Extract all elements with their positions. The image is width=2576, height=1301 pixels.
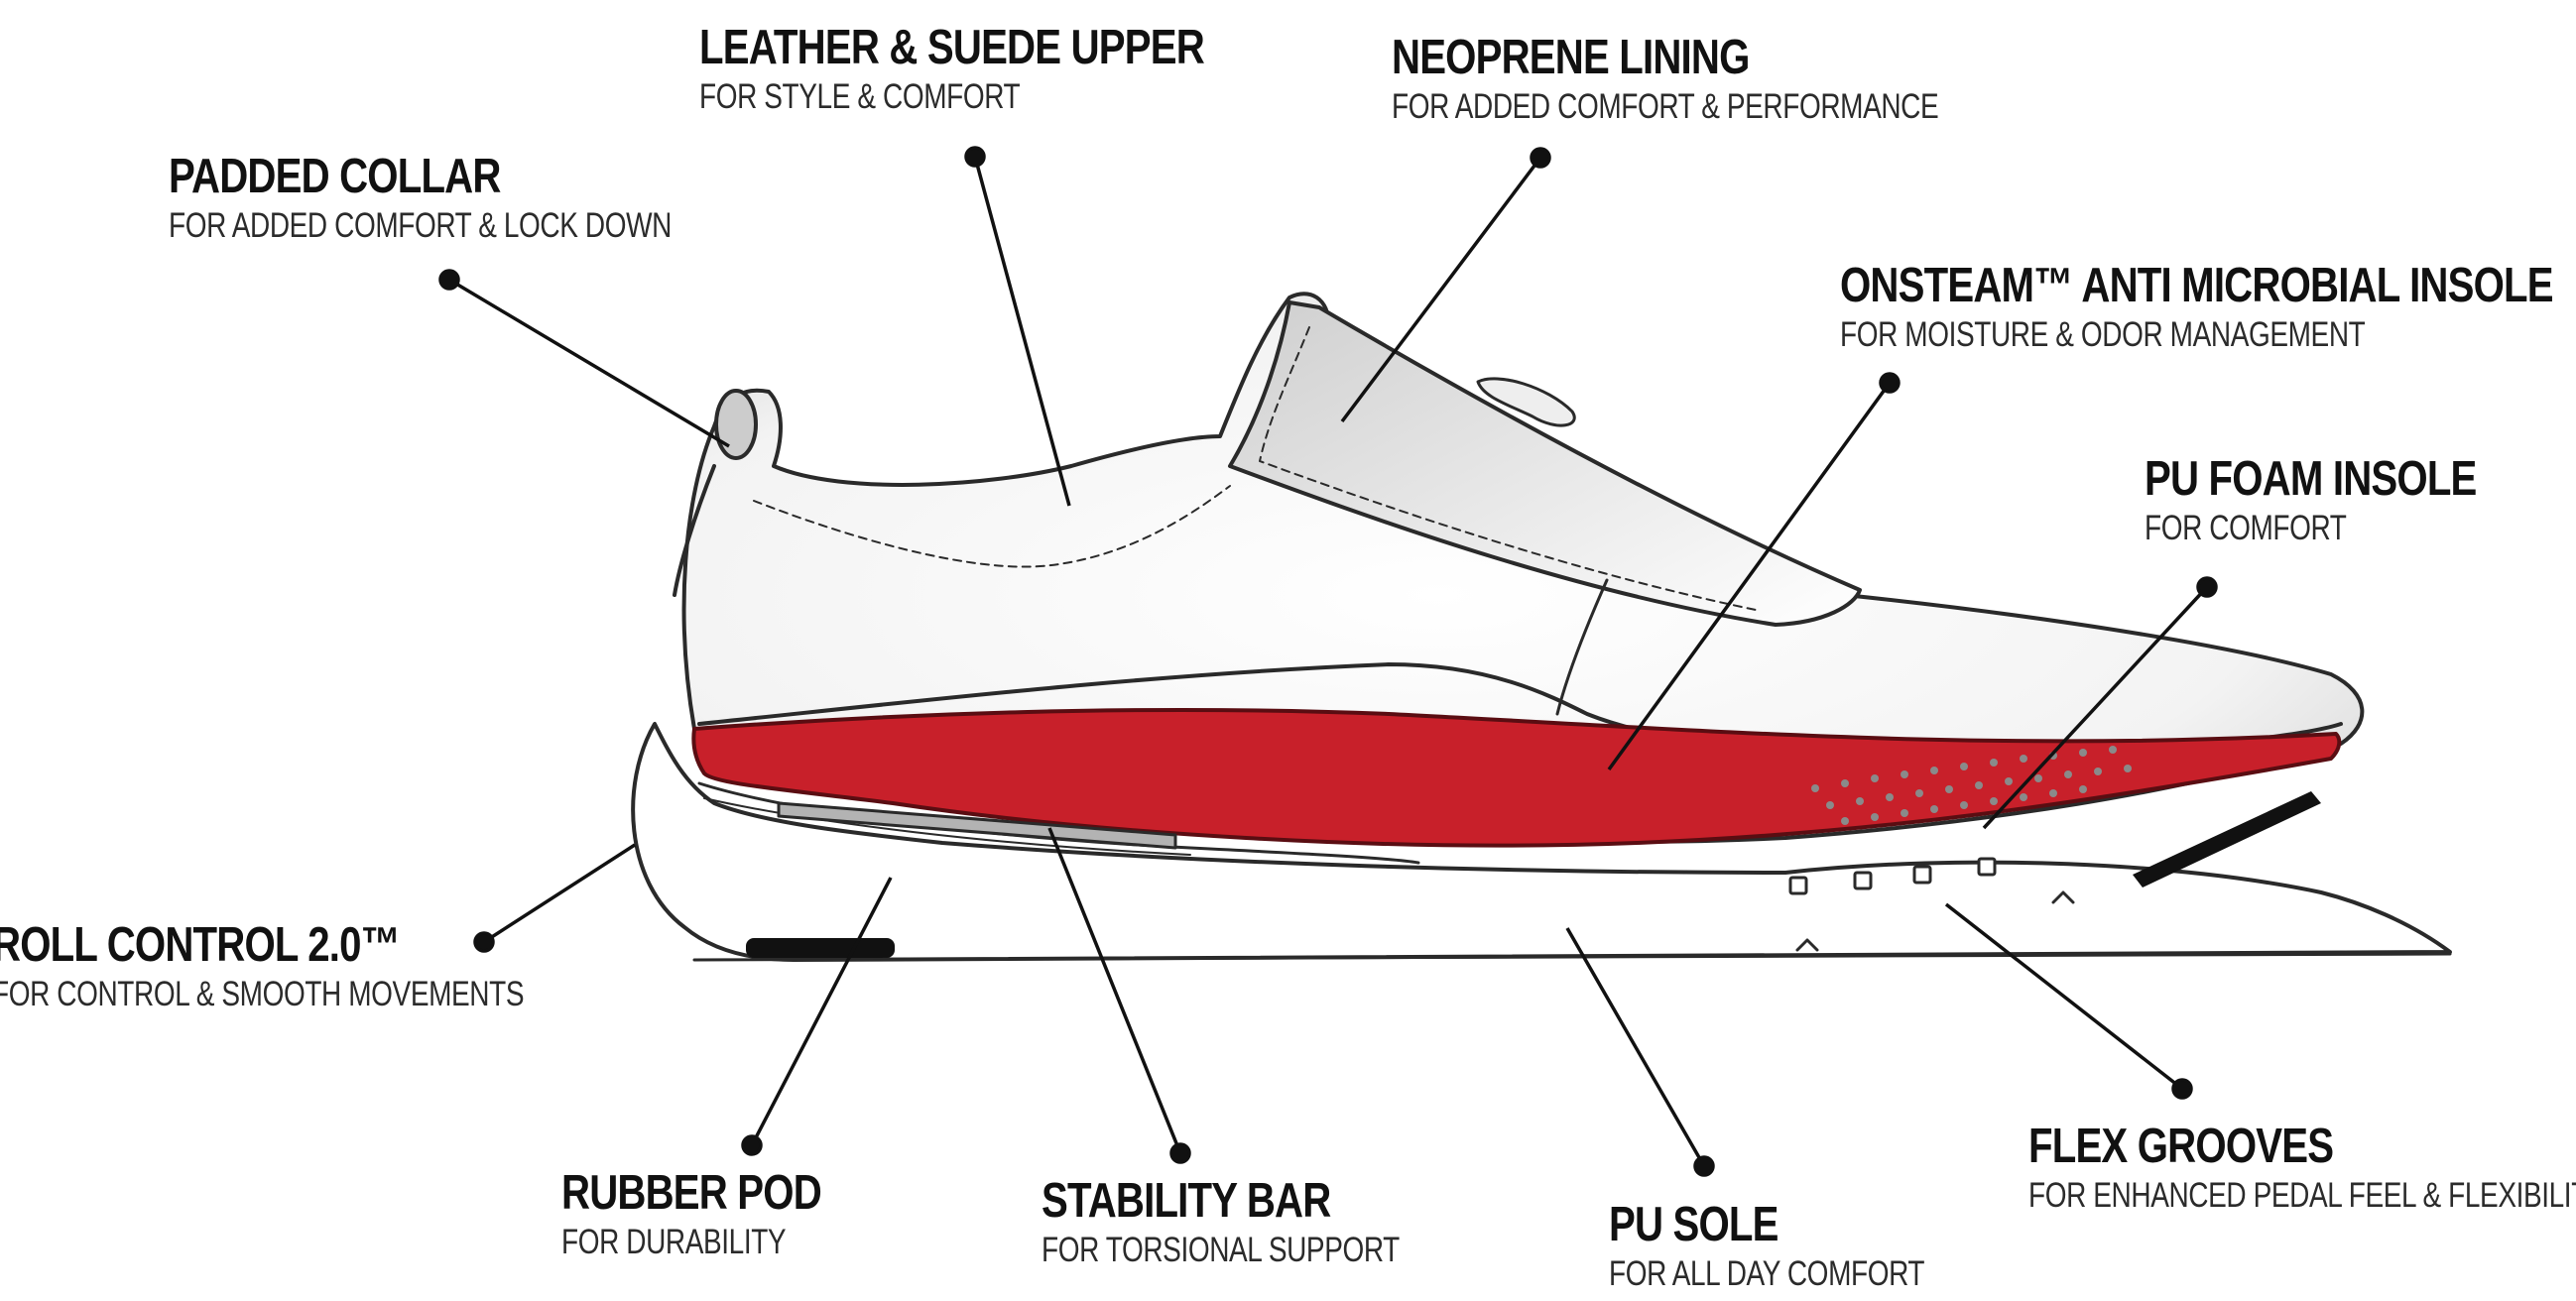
insole-perforations <box>1811 746 2132 825</box>
leader-flex-grooves <box>1944 902 2193 1100</box>
leader-roll-control <box>473 843 636 953</box>
toe-pod-shape <box>2133 791 2321 887</box>
leader-rubber-pod <box>741 877 893 1156</box>
heel-strap <box>673 464 716 597</box>
callout-subtitle: FOR COMFORT <box>2145 509 2347 547</box>
leader-lines <box>438 146 2218 1177</box>
callout-roll-control: ROLL CONTROL 2.0™ FOR CONTROL & SMOOTH M… <box>0 917 657 1016</box>
callout-rubber-pod: RUBBER POD FOR DURABILITY <box>561 1165 878 1264</box>
callout-neoprene-lining: NEOPRENE LINING FOR ADDED COMFORT & PERF… <box>1392 30 2075 129</box>
shoe-illustration <box>631 292 2452 962</box>
leader-leather-suede-upper <box>964 146 1071 507</box>
pu-foam-insole-shape <box>691 707 2342 848</box>
callout-flex-grooves: FLEX GROOVES FOR ENHANCED PEDAL FEEL & F… <box>2028 1119 2576 1218</box>
pu-sole-shape <box>631 722 2452 962</box>
callout-pu-foam-insole: PU FOAM INSOLE FOR COMFORT <box>2145 451 2549 550</box>
midsole-layer-line-2 <box>703 797 1191 856</box>
vamp-seam <box>1555 578 1609 716</box>
leader-stability-bar <box>1047 827 1191 1164</box>
callout-subtitle: FOR TORSIONAL SUPPORT <box>1042 1231 1400 1269</box>
callout-subtitle: FOR ENHANCED PEDAL FEEL & FLEXIBILITY <box>2028 1176 2576 1215</box>
callout-subtitle: FOR ADDED COMFORT & LOCK DOWN <box>169 206 672 245</box>
leader-pu-foam-insole <box>1982 576 2218 830</box>
callout-pu-sole: PU SOLE FOR ALL DAY COMFORT <box>1609 1197 2004 1296</box>
callout-leather-suede-upper: LEATHER & SUEDE UPPER FOR STYLE & COMFOR… <box>699 20 1315 119</box>
callout-title: FLEX GROOVES <box>2028 1120 2334 1173</box>
callout-subtitle: FOR CONTROL & SMOOTH MOVEMENTS <box>0 975 525 1013</box>
ground-line <box>692 952 2452 962</box>
lace-loop <box>1476 377 1576 427</box>
callout-subtitle: FOR STYLE & COMFORT <box>699 77 1021 116</box>
callout-onsteam-insole: ONSTEAM™ ANTI MICROBIAL INSOLE FOR MOIST… <box>1840 258 2576 357</box>
callout-title: PADDED COLLAR <box>169 150 501 203</box>
callout-title: PU FOAM INSOLE <box>2145 452 2477 506</box>
callout-title: LEATHER & SUEDE UPPER <box>699 21 1205 74</box>
leader-padded-collar <box>438 269 730 448</box>
callout-title: RUBBER POD <box>561 1166 822 1220</box>
callout-padded-collar: PADDED COLLAR FOR ADDED COMFORT & LOCK D… <box>169 149 797 248</box>
callout-subtitle: FOR ALL DAY COMFORT <box>1609 1254 1925 1293</box>
callout-subtitle: FOR ADDED COMFORT & PERFORMANCE <box>1392 87 1939 126</box>
callout-title: ONSTEAM™ ANTI MICROBIAL INSOLE <box>1840 259 2554 312</box>
lining-stitch <box>1259 326 1757 611</box>
stability-bar-shape <box>777 801 1177 850</box>
neoprene-lining-shape <box>1228 300 1862 627</box>
callout-subtitle: FOR DURABILITY <box>561 1223 787 1261</box>
padded-collar-shape <box>714 389 758 460</box>
callout-stability-bar: STABILITY BAR FOR TORSIONAL SUPPORT <box>1042 1173 1489 1272</box>
callout-title: ROLL CONTROL 2.0™ <box>0 918 401 972</box>
upper-stitch <box>753 485 1231 568</box>
callout-title: NEOPRENE LINING <box>1392 31 1750 84</box>
leader-pu-sole <box>1565 927 1715 1177</box>
leader-neoprene-lining <box>1340 147 1551 423</box>
flex-grooves-shape <box>1788 857 2075 952</box>
callout-title: PU SOLE <box>1609 1198 1779 1251</box>
callout-title: STABILITY BAR <box>1042 1174 1331 1228</box>
rubber-pod-shape <box>746 938 895 958</box>
leader-onsteam-insole <box>1607 372 1901 771</box>
callout-subtitle: FOR MOISTURE & ODOR MANAGEMENT <box>1840 315 2366 354</box>
